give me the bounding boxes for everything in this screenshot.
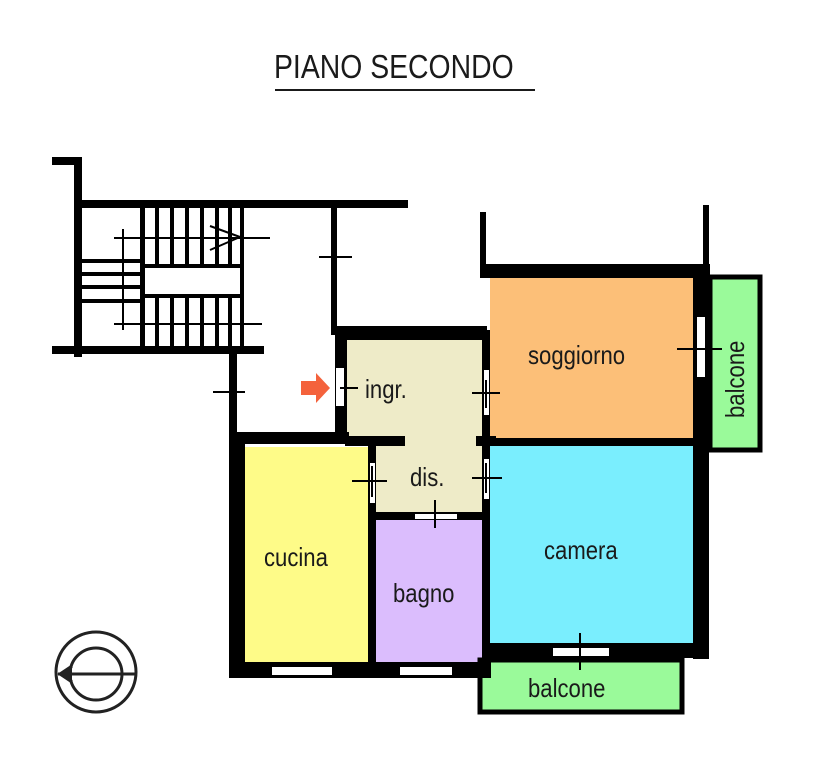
- page-title: PIANO SECONDO: [274, 48, 514, 85]
- label-soggiorno: soggiorno: [528, 340, 626, 370]
- room-soggiorno: [490, 278, 693, 438]
- room-camera: [490, 446, 693, 643]
- room-balcone-east: [707, 274, 763, 453]
- room-ingresso: [346, 340, 482, 440]
- stair-lines: [114, 225, 270, 330]
- entry-arrow-icon: [301, 373, 330, 403]
- staircase-icon: [80, 206, 244, 351]
- room-cucina: [244, 447, 368, 662]
- label-disimpegno: dis.: [410, 462, 445, 492]
- room-disimpegno: [376, 440, 482, 512]
- label-camera: camera: [544, 535, 618, 565]
- label-ingresso: ingr.: [365, 374, 407, 404]
- label-balcone-east: balcone: [720, 340, 750, 418]
- door-markers: [213, 256, 722, 670]
- title-underline: [275, 89, 535, 91]
- label-bagno: bagno: [393, 578, 455, 608]
- label-balcone-south: balcone: [528, 673, 606, 703]
- label-cucina: cucina: [264, 542, 328, 572]
- compass-north-icon: [54, 630, 138, 714]
- room-bagno: [376, 520, 482, 662]
